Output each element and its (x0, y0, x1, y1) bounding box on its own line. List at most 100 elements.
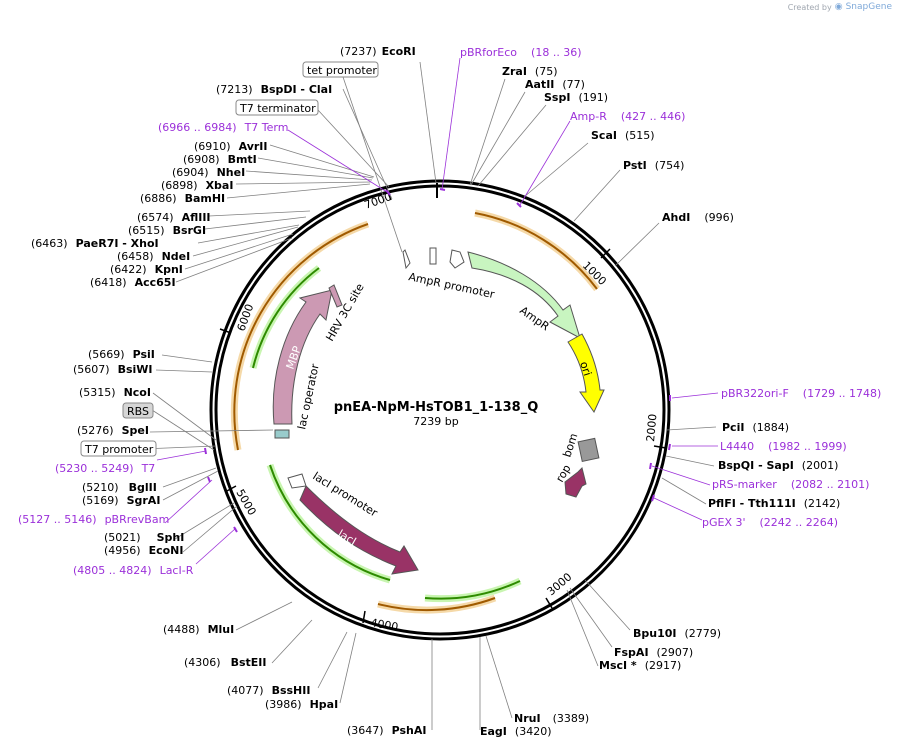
rbs-label: RBS (127, 405, 149, 418)
ampr-promoter-shape (449, 249, 465, 269)
primer-l4440: L4440(1982 .. 1999) (720, 440, 847, 453)
site-fspai: FspAI(2907) (614, 646, 693, 659)
site-pshai: (3647)PshAI (347, 724, 426, 737)
plasmid-length: 7239 bp (413, 415, 458, 428)
ampr-feature-shape (467, 251, 581, 340)
site-econi: (4956)EcoNI (104, 544, 183, 557)
orf-arrow-5 (424, 580, 521, 600)
tick-label-4000: 4000 (369, 616, 399, 634)
site-paer7i: (6463)PaeR7I - XhoI (31, 237, 159, 250)
site-acc65i: (6418)Acc65I (90, 276, 176, 289)
site-bsshii: (4077)BssHII (227, 684, 310, 697)
tick-4000 (362, 610, 366, 624)
primer-prs-marker: pRS-marker(2082 .. 2101) (712, 478, 869, 491)
site-psii: (5669)PsiI (88, 348, 155, 361)
credit-brand: SnapGene (845, 2, 892, 12)
features (272, 247, 605, 575)
site-pcii: PciI(1884) (722, 421, 789, 434)
primer-ampr: Amp-R(427 .. 446) (570, 110, 685, 123)
site-eagi: EagI(3420) (480, 725, 551, 738)
site-bsrgi: (6515)BsrGI (128, 224, 206, 237)
feature-label-ori: ori (577, 360, 594, 378)
site-nhei: (6904)NheI (172, 166, 245, 179)
plasmid-name: pnEA-NpM-HsTOB1_1-138_Q (334, 400, 539, 415)
backbone-outer-circle (209, 179, 671, 641)
primer-pbr322ori: pBR322ori-F(1729 .. 1748) (721, 387, 881, 400)
small-marker-b (429, 247, 437, 265)
orf-arrow-1-glow (474, 209, 600, 292)
primer-laci-r: (4805 .. 4824)LacI-R (73, 564, 194, 577)
site-sspi: SspI(191) (544, 91, 608, 104)
site-bspqi: BspQI - SapI(2001) (718, 459, 838, 472)
primer-pbrforeco: pBRforEco(18 .. 36) (460, 46, 582, 59)
site-kpni: (6422)KpnI (110, 263, 183, 276)
site-ecori: (7237)EcoRI (340, 45, 416, 58)
orf-arrows (230, 209, 600, 614)
site-xbai: (6898)XbaI (161, 179, 233, 192)
site-bpu10i: Bpu10I(2779) (633, 627, 721, 640)
ori-feature-shape (567, 333, 605, 414)
primer-pgex3: pGEX 3'(2242 .. 2264) (702, 516, 838, 529)
small-marker-a (402, 249, 411, 270)
primer-t7-term: (6966 .. 6984)T7 Term (158, 121, 288, 134)
backbone-inner-circle (214, 184, 666, 636)
site-nrui: NruI(3389) (514, 712, 589, 725)
site-bspdi: (7213)BspDI - ClaI (216, 83, 332, 96)
site-pflfi: PflFI - Tth111I(2142) (708, 497, 840, 510)
feature-label-bom: bom (560, 432, 580, 459)
orf-arrow-1 (474, 212, 598, 290)
laci-feature-shape (299, 485, 419, 575)
site-spei: (5276)SpeI (77, 424, 149, 437)
lac-operator-shape (274, 429, 290, 439)
site-zrai: ZraI(75) (502, 65, 558, 78)
orf-arrow-4 (269, 464, 391, 581)
site-msci: MscI *(2917) (599, 659, 681, 672)
primer-pbrrevbam: (5127 .. 5146)pBRrevBam (18, 513, 169, 526)
orf-arrow-3 (252, 267, 320, 369)
site-avrii: (6910)AvrII (194, 140, 267, 153)
snapgene-logo-icon: ◉ (834, 2, 843, 12)
feature-label-ampr: AmpR (517, 304, 552, 334)
feature-label-lac-operator: lac operator (295, 362, 322, 430)
site-sphi: (5021)SphI (104, 531, 184, 544)
t7-promoter-label: T7 promoter (84, 443, 154, 456)
site-hpai: (3986)HpaI (265, 698, 338, 711)
tick-1000 (600, 248, 611, 259)
primer-marks (204, 188, 671, 533)
tet-promoter-label: tet promoter (307, 64, 377, 77)
rbs-box (122, 402, 154, 419)
tet-promoter-box (302, 61, 379, 78)
t7-terminator-label: T7 terminator (239, 102, 316, 115)
tick-6000 (219, 328, 232, 334)
site-leaders (141, 61, 717, 730)
primer-leaders (156, 57, 719, 565)
site-psti: PstI(754) (623, 159, 684, 172)
site-ahdi: AhdI(996) (662, 211, 734, 224)
site-aatii: AatII(77) (525, 78, 585, 91)
bom-feature-shape (577, 437, 600, 463)
site-afliii: (6574)AflIII (137, 211, 211, 224)
snapgene-credit: Created by ◉ SnapGene (788, 2, 892, 12)
site-bamhi: (6886)BamHI (140, 192, 225, 205)
tick-5000 (224, 485, 237, 493)
site-bsteii: (4306)BstEII (184, 656, 266, 669)
feature-label-ampr-promoter: AmpR promoter (407, 270, 496, 301)
site-scai: ScaI(515) (591, 129, 655, 142)
laci-promoter-shape (287, 473, 307, 489)
site-sgrai: (5169)SgrAI (82, 494, 160, 507)
site-ncoi: (5315)NcoI (79, 386, 151, 399)
orf-arrow-6 (377, 597, 496, 612)
tick-2000 (653, 445, 667, 449)
orf-arrow-2 (233, 223, 369, 451)
tick-label-2000: 2000 (644, 413, 659, 442)
t7-terminator-box (235, 99, 319, 116)
site-bsiwi: (5607)BsiWI (73, 363, 153, 376)
site-ndei: (6458)NdeI (117, 250, 190, 263)
tick-3000 (545, 597, 553, 609)
rop-feature-shape (564, 467, 587, 498)
site-bglii: (5210)BglII (82, 481, 157, 494)
hrv-feature-shape (328, 284, 343, 308)
credit-prefix: Created by (787, 2, 832, 12)
